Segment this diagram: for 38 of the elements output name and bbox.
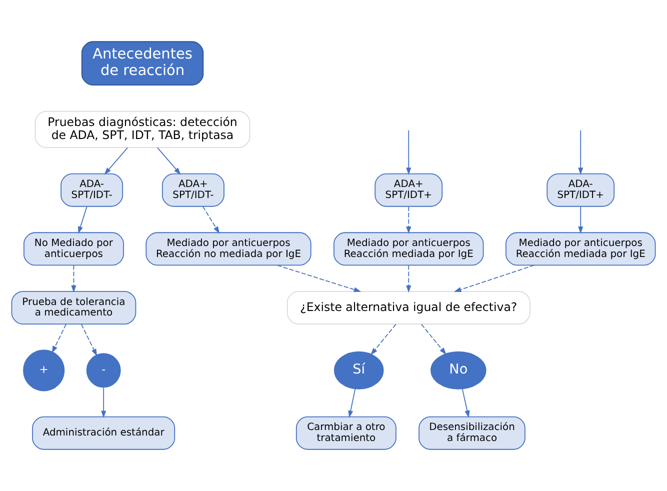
node-box: No Mediado por anticuerpos	[23, 232, 124, 266]
node-box: ADA+ SPT/IDT+	[374, 173, 443, 207]
node-box: Mediado por anticuerpos Reacción no mediada por IgE	[146, 232, 312, 266]
arrow	[578, 206, 584, 234]
arrow	[276, 264, 362, 292]
arrow	[104, 147, 128, 175]
node-box: Pruebas diagnósticas: detección de ADA, SPT, IDT, TAB, triptasa	[34, 110, 250, 148]
node-box: Prueba de tolerancia a medicamento	[11, 291, 136, 324]
node-box: ADA+ SPT/IDT-	[162, 173, 224, 207]
arrow	[156, 147, 181, 175]
node-box: Antecedentes de reacción	[81, 41, 204, 86]
node-box: ¿Existe alternativa igual de efectiva?	[286, 291, 530, 324]
arrow	[202, 206, 220, 234]
arrow	[80, 324, 98, 356]
node-circle: +	[23, 350, 65, 392]
arrow	[52, 324, 66, 354]
node-box: Carmbiar a otro tratamiento	[296, 416, 396, 450]
node-box: Desensibilización a fármaco	[418, 416, 526, 450]
arrow	[71, 264, 76, 293]
node-circle: -	[86, 353, 121, 388]
arrow	[370, 324, 396, 356]
node-box: ADA- SPT/IDT+	[546, 173, 615, 207]
arrow	[406, 264, 412, 293]
arrow	[462, 388, 470, 418]
node-box: Mediado por anticuerpos Reacción mediada por IgE	[505, 232, 656, 266]
node-box: Administración estándar	[32, 416, 176, 450]
node-ellipse: Sí	[334, 351, 384, 390]
arrow	[421, 324, 446, 355]
arrow	[406, 206, 412, 234]
arrow	[78, 206, 88, 234]
arrow	[578, 130, 584, 175]
arrow	[406, 130, 412, 175]
node-box: Mediado por anticuerpos Reacción mediada por IgE	[334, 232, 484, 266]
arrow	[101, 387, 106, 418]
node-box: ADA- SPT/IDT-	[60, 173, 124, 207]
arrow	[348, 388, 356, 418]
arrow	[454, 264, 535, 292]
node-ellipse: No	[430, 351, 486, 390]
